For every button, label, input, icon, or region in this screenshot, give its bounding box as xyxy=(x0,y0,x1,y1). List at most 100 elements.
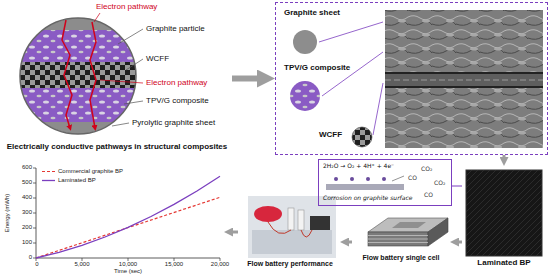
label-holder: Electron pathway xyxy=(146,78,207,88)
carbon-fabric-layer xyxy=(18,62,138,88)
sem-layer xyxy=(385,88,543,148)
node-text: Laminated BP xyxy=(462,258,546,268)
part-label: CO₂ xyxy=(434,179,445,186)
flow-arrow xyxy=(232,76,257,82)
x-ticks xyxy=(36,258,220,261)
node-text: Electrically conductive pathways in stru… xyxy=(2,142,232,152)
leader-line xyxy=(100,80,143,83)
label-holder: Electron pathway xyxy=(96,2,157,12)
leader-line xyxy=(94,13,100,22)
legend-entry: Commercial graphite BP xyxy=(58,168,123,175)
flow-arrow xyxy=(452,186,462,187)
part-label: TPV/G composite xyxy=(146,96,209,105)
part-label: 200 xyxy=(22,224,32,230)
label-holder: 0 xyxy=(29,254,32,261)
label-holder: TPV/G composite xyxy=(146,96,209,106)
leader-line xyxy=(124,101,143,104)
sem-layer xyxy=(385,74,543,86)
leader-lines xyxy=(94,13,143,126)
label-holder: 100 xyxy=(22,239,32,246)
corrosion-sketch xyxy=(326,176,404,190)
label-holder: CO₂ xyxy=(434,179,445,186)
label-holder: 200 xyxy=(22,224,32,231)
red-part xyxy=(254,206,282,222)
legend-text: Commercial graphite BP xyxy=(58,168,123,174)
node-text: TPV/G composite xyxy=(284,63,350,73)
part-label: 15,000 xyxy=(165,261,183,267)
pointer-line xyxy=(322,52,383,96)
cell-panel: Flow battery single cell xyxy=(352,208,450,276)
flow-arrow xyxy=(503,155,506,157)
tubes xyxy=(268,222,312,237)
node-text: Graphite sheet xyxy=(284,8,340,18)
flow-arrow xyxy=(349,241,352,244)
pointer-lines xyxy=(319,22,383,135)
y-ticks xyxy=(33,168,36,258)
label-holder: 15,000 xyxy=(165,261,183,268)
composite-disc xyxy=(290,81,320,111)
stack-window xyxy=(392,222,426,228)
bottle xyxy=(298,210,304,230)
sem-interface xyxy=(385,86,543,88)
sem-interface xyxy=(385,72,543,74)
label-holder: Graphite particle xyxy=(146,24,205,34)
node-text: Flow battery performance xyxy=(240,260,340,268)
leader-line xyxy=(126,59,143,70)
part-label: 300 xyxy=(22,209,32,215)
part-label: Pyrolytic graphite sheet xyxy=(132,118,215,127)
flow-cell-stack xyxy=(368,218,448,246)
electron-path xyxy=(90,22,96,128)
energy-chart xyxy=(33,168,220,261)
part-label: 400 xyxy=(22,194,32,200)
node-text: WCFF xyxy=(319,130,342,140)
label-holder: WCFF xyxy=(146,54,169,64)
part-label: 100 xyxy=(22,239,32,245)
materials-panel: Graphite sheetTPV/G compositeWCFF xyxy=(275,2,548,155)
performance-panel: Flow battery performance xyxy=(240,192,340,278)
legend-entry: Laminated BP xyxy=(58,177,96,184)
leader-line xyxy=(112,123,129,126)
electron-path xyxy=(62,20,72,128)
part-label: Electron pathway xyxy=(146,78,207,87)
graphite-surface xyxy=(326,184,404,190)
legend-sample xyxy=(42,180,55,181)
label-holder: Energy (mWh) xyxy=(4,194,11,233)
part-label: 5,000 xyxy=(74,261,89,267)
part-label: 0 xyxy=(29,254,32,260)
composite-cross-section xyxy=(18,16,138,136)
oxygen-species xyxy=(366,177,370,181)
label-holder: CO xyxy=(408,174,417,181)
label-holder: CO xyxy=(424,191,433,198)
label-holder: 5,000 xyxy=(74,261,89,268)
part-label: Graphite particle xyxy=(146,24,205,33)
part-label: 500 xyxy=(22,179,32,185)
label-holder: 600 xyxy=(22,164,32,171)
flow-arrow xyxy=(459,241,462,244)
flow-arrow xyxy=(233,231,238,234)
bench xyxy=(252,230,332,254)
part-label: Time (sec) xyxy=(114,268,142,274)
label-holder: 20,000 xyxy=(211,261,229,268)
label-holder: 500 xyxy=(22,179,32,186)
label-holder: 10,000 xyxy=(119,261,137,268)
part-label: WCFF xyxy=(146,54,169,63)
node-text: Corrosion on graphite surface xyxy=(323,194,412,201)
stack-plates xyxy=(368,236,428,243)
node-text: 2H₂O → O₂ + 4H⁺ + 4e⁻ xyxy=(323,162,394,169)
legend-text: Laminated BP xyxy=(58,177,96,183)
oxygen-species xyxy=(350,177,354,181)
stack-side xyxy=(428,218,448,246)
device xyxy=(310,216,330,230)
chart-axes xyxy=(36,168,220,258)
leader-line xyxy=(118,29,143,44)
sem-fiber xyxy=(385,80,543,81)
gas-arrow xyxy=(392,176,404,181)
circle-outline xyxy=(20,18,136,134)
part-label: 10,000 xyxy=(119,261,137,267)
fabric-disc xyxy=(352,127,372,147)
label-holder: 400 xyxy=(22,194,32,201)
label-holder: CO₂ xyxy=(421,165,432,172)
label-holder: Time (sec) xyxy=(114,268,142,275)
part-label: CO₂ xyxy=(421,165,432,172)
